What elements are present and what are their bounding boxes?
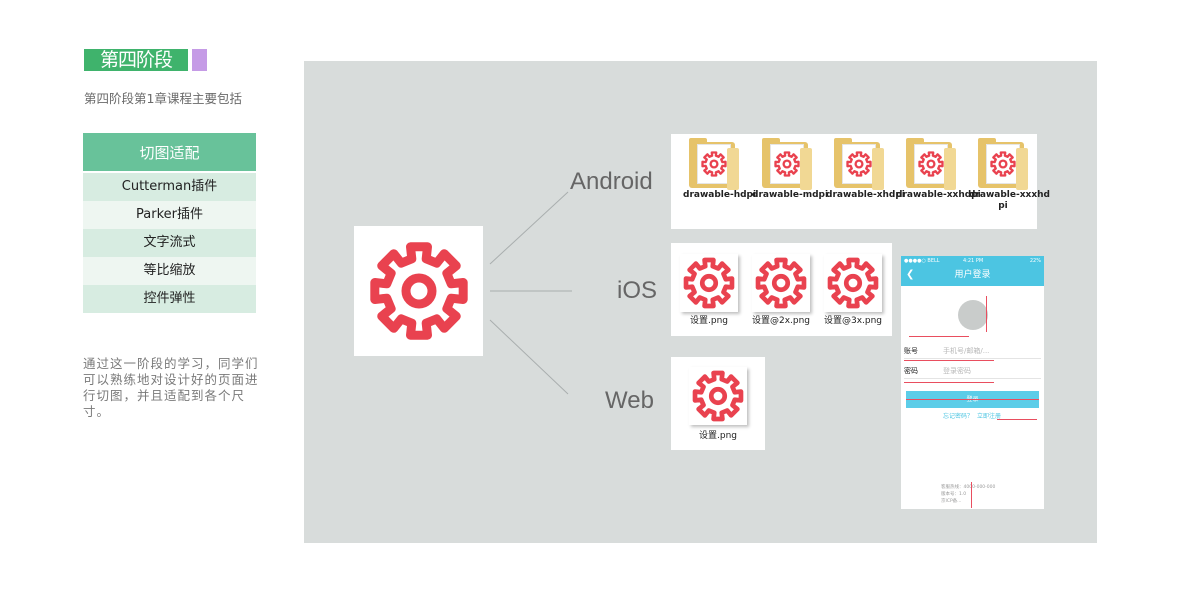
measure-line (906, 399, 1039, 400)
stage-description: 通过这一阶段的学习，同学们可以熟练地对设计好的页面进行切图，并且适配到各个尺寸。 (83, 356, 259, 419)
menu-item-text-flow[interactable]: 文字流式 (83, 229, 256, 257)
file-label: 设置.png (690, 316, 728, 326)
phone-status-bar: ●●●●○ BELL 4:21 PM 22% (901, 256, 1044, 266)
folder-label: drawable-xxhdpi (896, 190, 981, 200)
footer-line: 客服热线：4000-000-000 (941, 485, 996, 490)
folder-drawable-xhdpi[interactable]: drawable-xhdpi (826, 138, 905, 201)
measure-line (904, 382, 994, 383)
status-carrier: ●●●●○ BELL (904, 258, 940, 264)
gear-icon (701, 151, 727, 177)
gear-icon (846, 151, 872, 177)
divider (904, 378, 1041, 379)
web-file[interactable]: 设置.png (684, 367, 752, 442)
password-label: 密码 (904, 367, 918, 375)
file-label: 设置@2x.png (751, 316, 811, 326)
folder-drawable-xxhdpi[interactable]: drawable-xxhdpi (896, 138, 981, 201)
measure-line (904, 360, 994, 361)
platform-label-ios: iOS (617, 277, 658, 304)
phone-nav-bar: ❮ 用户登录 (901, 266, 1044, 286)
forgot-password-link[interactable]: 忘记密码？ (943, 413, 974, 420)
folder-drawable-mdpi[interactable]: drawable-mdpi (752, 138, 829, 201)
status-battery: 22% (1029, 258, 1041, 264)
png-thumbnail (752, 254, 810, 312)
folder-drawable-hdpi[interactable]: drawable-hdpi (683, 138, 757, 201)
menu-item-elastic-controls[interactable]: 控件弹性 (83, 285, 256, 313)
gear-icon (990, 151, 1016, 177)
footer-line: 版本号：1.0 (941, 492, 967, 497)
folder-icon (906, 138, 956, 190)
folder-label: drawable-xxxhd (969, 190, 1050, 200)
ios-file-1x[interactable]: 设置.png (676, 254, 742, 327)
folder-icon (834, 138, 884, 190)
file-label: 设置@3x.png (823, 316, 883, 326)
account-label: 账号 (904, 347, 918, 355)
ios-file-3x[interactable]: 设置@3x.png (820, 254, 886, 327)
stage-accent-square (192, 49, 207, 71)
measure-line (909, 336, 969, 337)
folder-label: drawable-hdpi (683, 190, 757, 200)
source-icon-card (354, 226, 483, 356)
png-thumbnail (824, 254, 882, 312)
avatar (958, 300, 988, 330)
measure-line (997, 419, 1037, 420)
gear-icon (827, 257, 879, 309)
status-time: 4:21 PM (963, 258, 984, 264)
folder-icon (978, 138, 1028, 190)
gear-icon (755, 257, 807, 309)
register-link[interactable]: 立即注册 (977, 413, 1002, 420)
phone-nav-title: 用户登录 (954, 270, 991, 280)
stage-title: 第四阶段 (84, 49, 188, 71)
phone-login-mock: ●●●●○ BELL 4:21 PM 22% ❮ 用户登录 账号 手机号/邮箱/… (901, 256, 1044, 509)
measure-line (971, 482, 972, 508)
footer-line: 京ICP备... (941, 499, 962, 504)
folder-icon (762, 138, 812, 190)
course-menu: 切图适配 Cutterman插件 Parker插件 文字流式 等比缩放 控件弹性 (83, 133, 256, 313)
folder-drawable-xxxhdpi[interactable]: drawable-xxxhd pi (969, 138, 1050, 212)
section-subtitle: 第四阶段第1章课程主要包括 (84, 91, 242, 106)
folder-label: drawable-xhdpi (826, 190, 905, 200)
folder-label-wrap: pi (998, 201, 1008, 211)
platform-label-android: Android (570, 168, 653, 195)
platform-label-web: Web (605, 387, 654, 414)
folder-icon (689, 138, 739, 190)
gear-icon (683, 257, 735, 309)
account-input[interactable]: 手机号/邮箱/... (943, 347, 990, 355)
gear-icon (774, 151, 800, 177)
divider (904, 358, 1041, 359)
png-thumbnail (689, 367, 747, 425)
gear-icon (918, 151, 944, 177)
folder-label: drawable-mdpi (752, 190, 829, 200)
menu-item-proportional-scale[interactable]: 等比缩放 (83, 257, 256, 285)
png-thumbnail (680, 254, 738, 312)
password-input[interactable]: 登录密码 (943, 367, 971, 375)
gear-icon (692, 370, 744, 422)
back-chevron-icon[interactable]: ❮ (906, 269, 915, 280)
file-label: 设置.png (699, 431, 737, 441)
menu-item-parker[interactable]: Parker插件 (83, 201, 256, 229)
menu-item-cutterman[interactable]: Cutterman插件 (83, 173, 256, 201)
ios-file-2x[interactable]: 设置@2x.png (748, 254, 814, 327)
measure-line (986, 296, 987, 332)
gear-icon (369, 242, 468, 340)
menu-header: 切图适配 (83, 133, 256, 173)
